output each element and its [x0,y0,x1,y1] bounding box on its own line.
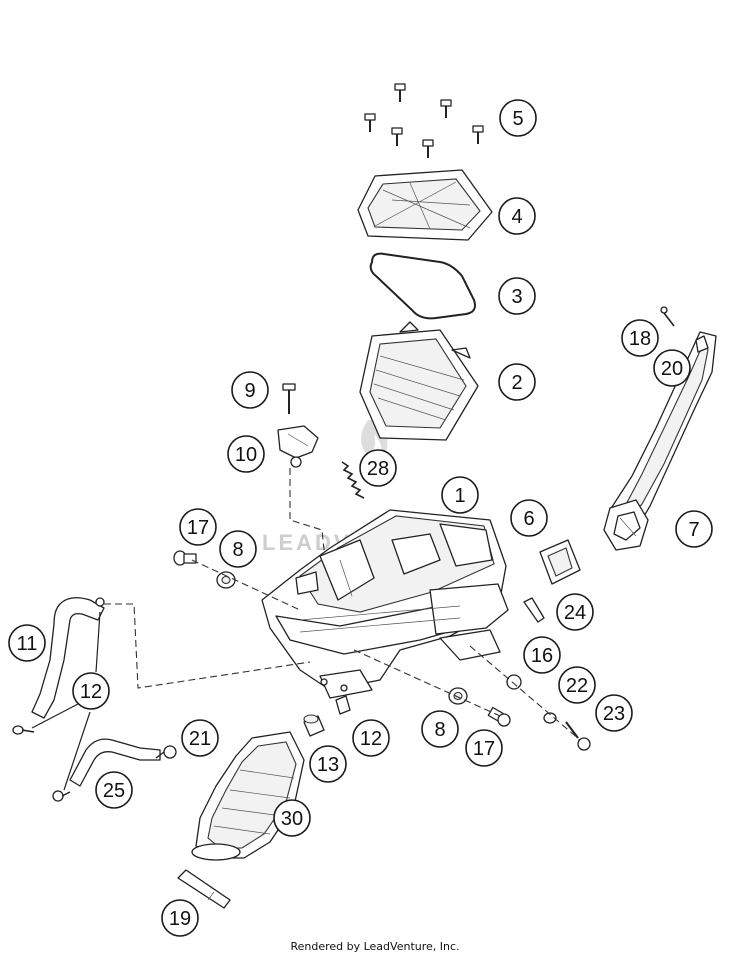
svg-text:25: 25 [103,780,125,802]
svg-text:9: 9 [244,380,255,402]
svg-text:30: 30 [281,808,303,830]
svg-text:18: 18 [629,328,651,350]
svg-text:13: 13 [317,754,339,776]
part-screws [364,83,484,158]
part-grommet-left [216,571,236,589]
svg-text:22: 22 [566,675,588,697]
callout-19: 19 [161,899,199,937]
svg-text:12: 12 [360,728,382,750]
callout-30: 30 [273,799,311,837]
callout-17-right: 17 [465,729,503,767]
svg-text:19: 19 [169,908,191,930]
svg-text:17: 17 [473,738,495,760]
svg-text:21: 21 [189,728,211,750]
part-grommet [539,539,581,585]
callout-17-left: 17 [179,508,217,546]
svg-text:12: 12 [80,681,102,703]
callout-8-right: 8 [421,710,459,748]
svg-text:23: 23 [603,703,625,725]
callout-3: 3 [498,277,536,315]
part-intake-duct [603,331,717,551]
svg-text:16: 16 [531,645,553,667]
part-clamp-center [335,695,351,715]
callout-8-left: 8 [219,530,257,568]
callout-20: 20 [653,349,691,387]
callout-9: 9 [231,371,269,409]
callout-10: 10 [227,435,265,473]
svg-text:17: 17 [187,517,209,539]
part-screw-24 [523,597,545,623]
callout-28: 28 [359,449,397,487]
svg-text:11: 11 [17,633,38,655]
part-clip-21 [155,745,177,759]
part-filter-cover [357,169,493,241]
part-airbox [261,509,509,699]
svg-text:28: 28 [367,458,389,480]
part-bolt-18 [660,306,675,327]
part-hose-25 [69,738,161,787]
svg-text:6: 6 [523,508,534,530]
callout-6: 6 [510,499,548,537]
svg-text:1: 1 [454,485,465,507]
callout-21: 21 [181,719,219,757]
part-clamp-lower [52,790,71,802]
callout-24: 24 [556,593,594,631]
part-bolt-right [487,706,511,727]
part-bolt-9 [282,383,296,414]
callout-5: 5 [499,99,537,137]
callout-16: 16 [523,636,561,674]
part-sensor-bracket [277,425,319,468]
callout-7: 7 [675,510,713,548]
footer-credit: Rendered by LeadVenture, Inc. [290,940,460,953]
callout-12-left: 12 [72,672,110,710]
part-spacer-13 [303,714,325,737]
part-grommet-right [448,687,468,705]
svg-text:8: 8 [434,719,445,741]
svg-text:10: 10 [235,444,257,466]
svg-text:24: 24 [564,602,586,624]
part-bolt-left [173,550,197,566]
part-washer-22 [543,712,557,724]
svg-text:5: 5 [512,108,523,130]
callout-18: 18 [621,319,659,357]
svg-text:4: 4 [511,206,522,228]
svg-text:7: 7 [688,519,699,541]
callout-25: 25 [95,771,133,809]
part-tube-19 [177,869,231,909]
svg-text:2: 2 [511,372,522,394]
callout-13: 13 [309,745,347,783]
part-air-filter [359,321,479,441]
part-bushing-16 [506,674,522,690]
part-bolt-23 [565,721,591,751]
callout-12-leaders [31,611,101,791]
callout-11: 11 [8,624,46,662]
callout-22: 22 [558,666,596,704]
part-gasket [369,252,476,320]
part-spring [341,461,365,499]
svg-text:8: 8 [232,539,243,561]
svg-text:20: 20 [661,358,683,380]
callout-4: 4 [498,197,536,235]
callout-23: 23 [595,694,633,732]
callout-2: 2 [498,363,536,401]
svg-text:3: 3 [511,286,522,308]
part-clip-20 [695,335,709,353]
callout-12-center: 12 [352,719,390,757]
part-clamp-left [12,725,35,735]
part-hose-11 [31,597,105,719]
callout-1: 1 [441,476,479,514]
